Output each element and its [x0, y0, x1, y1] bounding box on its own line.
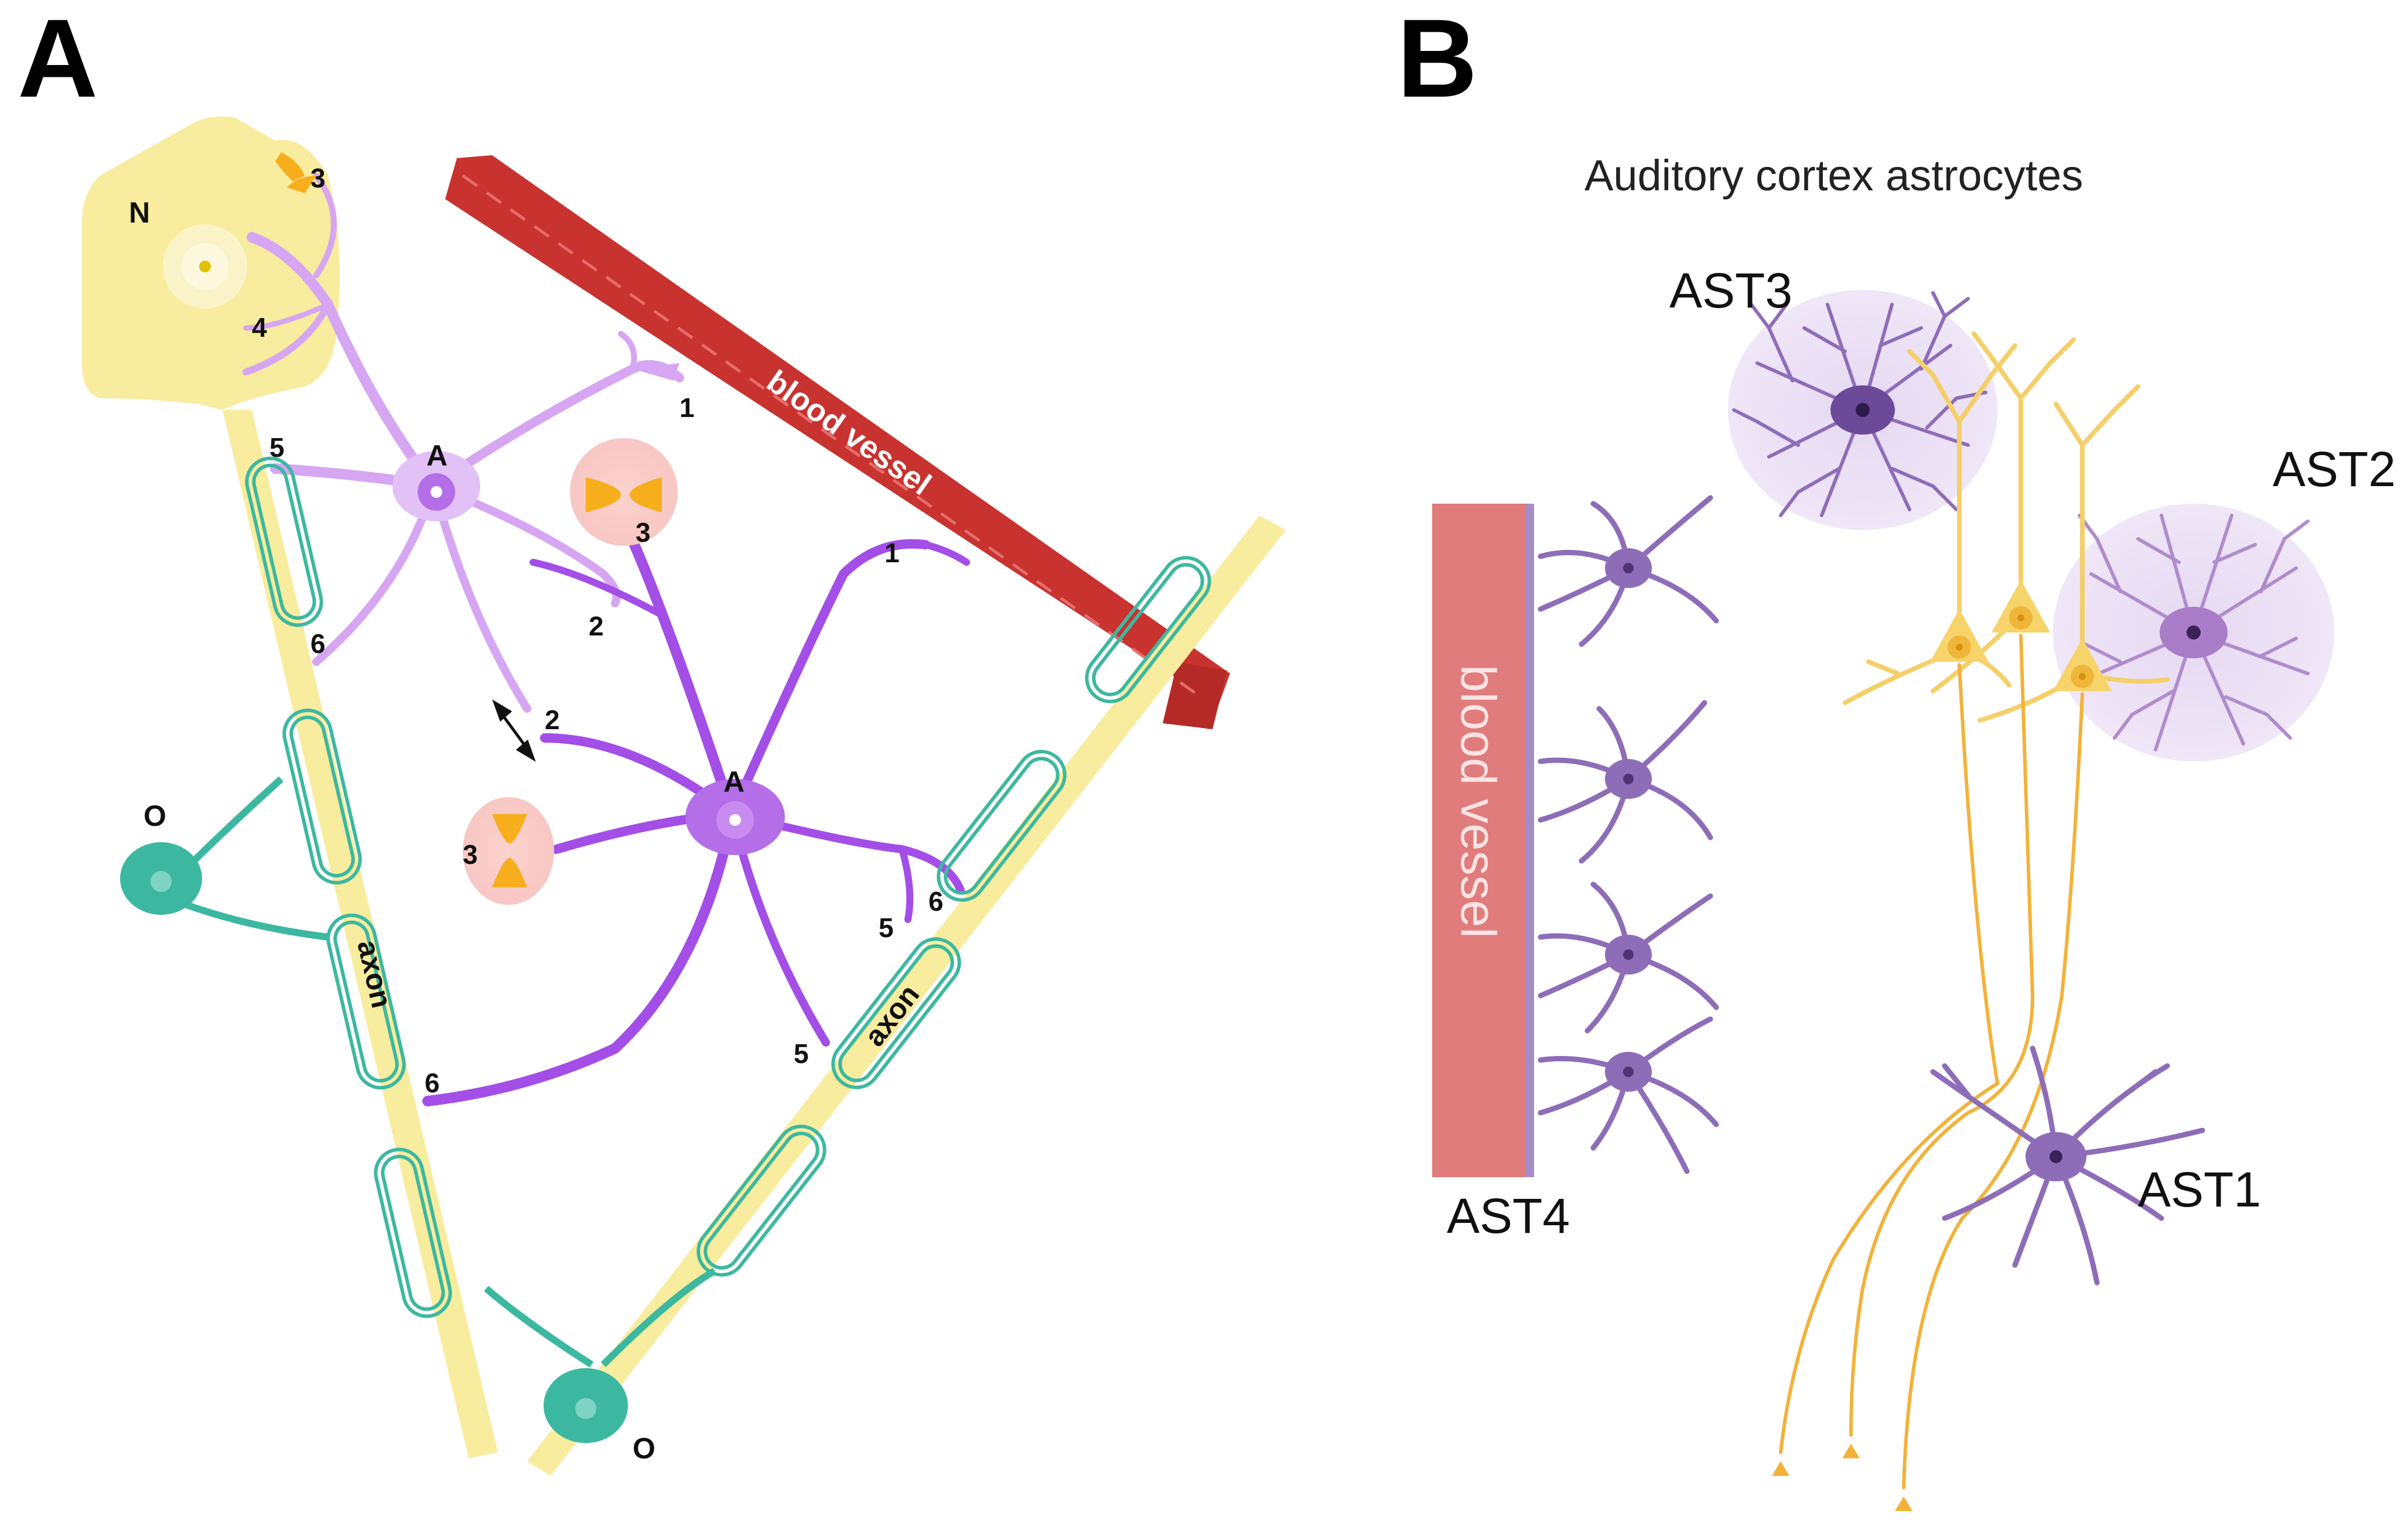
ast4-cell-1: [1538, 495, 1719, 647]
ast4-cell-2: [1538, 700, 1713, 864]
blood-vessel-a: blood vessel: [445, 155, 1230, 729]
axon-left-label: axon: [351, 937, 398, 1011]
ast4-astrocytes: [1538, 495, 1719, 1174]
num-5-bottom: 5: [794, 1038, 809, 1069]
axon-right: axon: [527, 515, 1286, 1476]
num-1-upper: 1: [679, 392, 695, 423]
panel-b-letter: B: [1397, 0, 1477, 121]
endfoot-light: [633, 363, 679, 381]
blood-vessel-end: [1163, 662, 1227, 729]
num-3-synapse-upper: 3: [636, 517, 651, 548]
ast4-cell-3: [1538, 881, 1719, 1034]
pyramidal-neurons: [1843, 331, 2170, 723]
num-1-lower: 1: [884, 538, 900, 568]
num-2-upper: 2: [589, 611, 604, 641]
distance-arrow: [492, 699, 536, 762]
axon-left-myelin: [245, 456, 452, 1318]
ast1-label: AST1: [2138, 1162, 2261, 1217]
axon-right-body: [527, 515, 1286, 1476]
panel-b-title: Auditory cortex astrocytes: [1584, 151, 2083, 200]
astrocyte-dark: [422, 510, 970, 1106]
oligo-label-left: O: [144, 799, 166, 832]
ast3-label: AST3: [1669, 263, 1792, 318]
ast2-astrocyte: [2053, 504, 2334, 761]
num-5-left: 5: [269, 432, 285, 463]
num-5-mid: 5: [879, 912, 894, 943]
neuron-cell: N: [82, 116, 340, 410]
panel-a: A N blood vessel: [18, 0, 1286, 1476]
num-2-lower: 2: [545, 705, 560, 735]
axon-right-myelin: [696, 556, 1211, 1277]
oligo-label-bottom: O: [633, 1432, 655, 1465]
num-6-bottom: 6: [425, 1068, 440, 1098]
num-6-left: 6: [310, 628, 326, 659]
synapse-upper: [570, 438, 678, 546]
ast4-label: AST4: [1447, 1188, 1570, 1243]
blood-vessel-label-b: blood vessel: [1451, 665, 1506, 938]
ast3-astrocyte: [1728, 290, 1997, 530]
blood-vessel-cells: [462, 174, 1202, 699]
panel-a-letter: A: [18, 0, 98, 121]
ast1-astrocyte: [1930, 1045, 2205, 1286]
synapse-lower: [463, 797, 554, 905]
synapse-neuron-top: [275, 152, 316, 193]
astrocyte-light: [242, 173, 684, 713]
neuron-label: N: [129, 196, 150, 229]
blood-vessel-label-a: blood vessel: [760, 364, 937, 503]
ast2-label: AST2: [2273, 442, 2396, 497]
num-4: 4: [252, 312, 267, 343]
oligodendrocyte-left: O: [120, 776, 329, 941]
blood-vessel-b: blood vessel: [1432, 504, 1534, 1177]
oligodendrocyte-bottom: O: [484, 1267, 716, 1465]
neuron-nucleolus: [199, 261, 211, 272]
panel-b: B Auditory cortex astrocytes blood vesse…: [1397, 0, 2396, 1511]
blood-vessel-body: [445, 155, 1230, 729]
num-6-mid: 6: [928, 886, 944, 917]
num-3-top: 3: [310, 163, 326, 193]
pyramidal-somas: [1930, 580, 2112, 691]
astrocyte-label-upper: A: [426, 439, 448, 472]
num-3-synapse-lower: 3: [463, 839, 478, 870]
ast4-cell-4: [1538, 1016, 1719, 1174]
axon-terminals: [1772, 1444, 1912, 1511]
astrocyte-label-lower: A: [723, 765, 744, 798]
